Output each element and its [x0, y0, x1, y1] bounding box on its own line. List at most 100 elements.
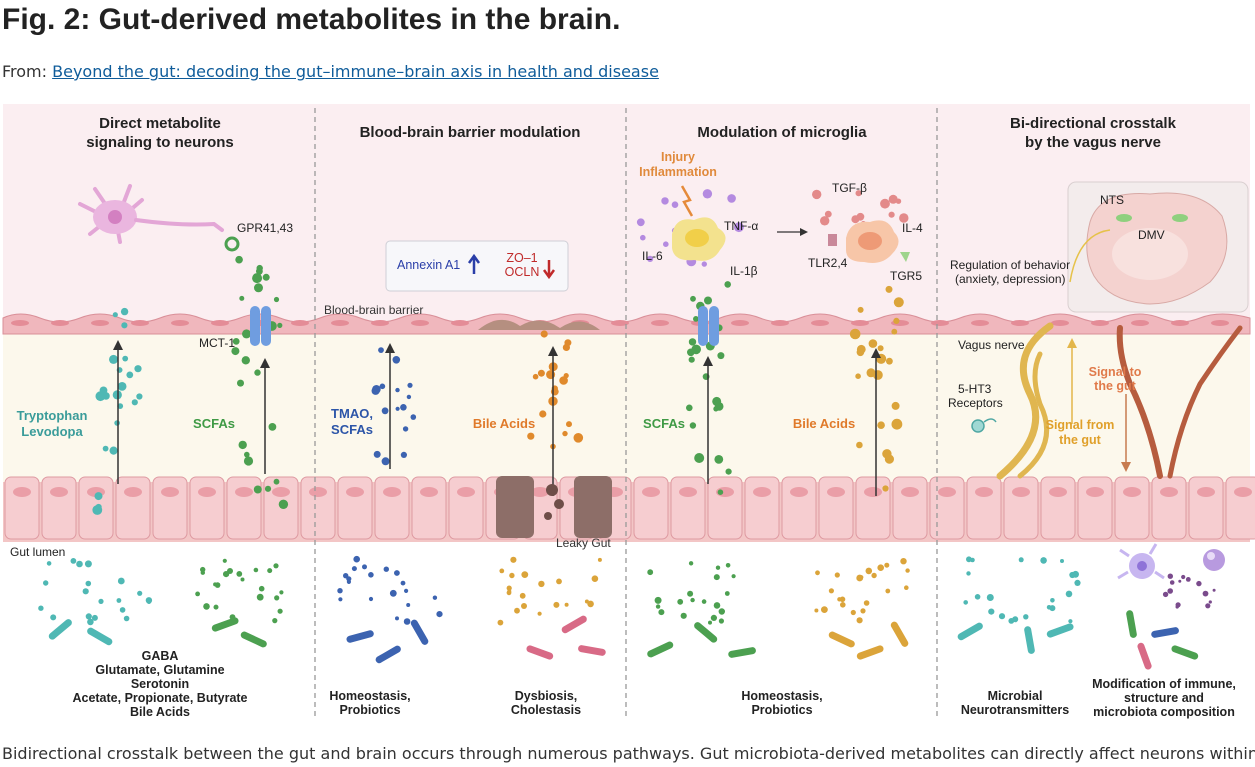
- metabolite-dot: [242, 329, 251, 339]
- bbb-cell-nucleus: [1171, 320, 1189, 326]
- metabolite-dot: [406, 603, 411, 607]
- epithelial-cell-nucleus: [309, 487, 327, 497]
- metabolite-dot: [587, 600, 594, 608]
- metabolite-dot: [1205, 603, 1211, 609]
- metabolite-dot: [368, 572, 374, 578]
- resting-microglia-icon: [846, 220, 899, 263]
- epithelial-cell: [1040, 476, 1076, 540]
- metabolite-dot: [1050, 598, 1055, 603]
- epithelial-cell-nucleus: [272, 487, 290, 497]
- metabolite-dot: [563, 373, 569, 379]
- epithelial-cell: [337, 476, 373, 540]
- up-arrow-icon: [467, 253, 481, 274]
- signal-up-arrow-icon: [1067, 338, 1077, 348]
- metabolite-dot: [537, 611, 542, 616]
- metabolite-dot: [974, 594, 981, 600]
- metabolite-dot: [532, 373, 539, 380]
- bacterium-icon: [647, 641, 674, 658]
- metabolite-dot: [963, 600, 968, 605]
- metabolite-dot: [677, 598, 684, 605]
- leaky-bbb-icon: [478, 319, 600, 330]
- metabolite-dot: [873, 370, 883, 380]
- metabolite-dot: [213, 582, 218, 587]
- metabolite-dot: [708, 620, 712, 625]
- metabolite-dot: [267, 568, 273, 574]
- metabolite-dot: [273, 563, 279, 569]
- epithelial-cell-nucleus: [531, 487, 549, 497]
- ocln-label: OCLN: [505, 265, 540, 279]
- metabolite-dot: [146, 599, 152, 604]
- metabolite-dot: [893, 317, 900, 324]
- metabolite-dot: [94, 492, 103, 501]
- panel4-bottom-left-line2: Neurotransmitters: [961, 703, 1069, 717]
- metabolite-dot: [521, 603, 527, 609]
- metabolite-dot: [859, 575, 864, 580]
- panel1-bottom-line1: GABA: [142, 649, 179, 663]
- metabolite-dot: [392, 356, 401, 364]
- metabolite-dot: [1008, 618, 1015, 624]
- epithelial-cell-nucleus: [1160, 487, 1178, 497]
- activated-microglia-icon: [672, 217, 726, 261]
- source-line: From: Beyond the gut: decoding the gut–i…: [2, 62, 659, 81]
- bile-acids-label-panel2: Bile Acids: [473, 416, 535, 431]
- panel3-bottom-line2: Probiotics: [751, 703, 812, 717]
- metabolite-dot: [820, 216, 830, 226]
- vagus-nerve-afferent-icon: [996, 322, 1054, 480]
- metabolite-dot: [661, 197, 669, 205]
- metabolite-dot: [904, 585, 909, 590]
- bbb-cell-nucleus: [411, 320, 429, 326]
- epithelial-cell-nucleus: [1123, 487, 1141, 497]
- metabolite-dot: [812, 189, 822, 200]
- metabolite-dot: [112, 312, 118, 318]
- epithelial-cell: [1188, 476, 1224, 540]
- metabolite-dot: [882, 449, 892, 459]
- metabolite-dot: [688, 338, 697, 346]
- tnf-label: TNF-α: [724, 219, 758, 233]
- metabolite-dot: [538, 580, 545, 588]
- epithelial-cell-nucleus: [790, 487, 808, 497]
- metabolite-dot: [1178, 579, 1182, 583]
- bbb-cell-nucleus: [1131, 320, 1149, 326]
- metabolite-dot: [1040, 557, 1047, 564]
- metabolite-dot: [134, 365, 142, 373]
- metabolite-dot: [877, 421, 885, 430]
- metabolite-dot: [850, 609, 856, 616]
- metabolite-dot: [527, 432, 535, 440]
- bacterium-icon: [346, 630, 374, 643]
- metabolite-dot: [98, 598, 104, 604]
- metabolite-dot: [725, 468, 732, 475]
- bbb-cell-nucleus: [811, 320, 829, 326]
- tryptophan-label: Tryptophan: [17, 408, 88, 423]
- metabolite-dot: [837, 597, 842, 602]
- source-article-link[interactable]: Beyond the gut: decoding the gut–immune–…: [52, 62, 659, 81]
- metabolite-dot: [70, 558, 77, 564]
- panel-bbb-modulation: Blood-brain barrier modulation Annexin A…: [324, 124, 612, 717]
- epithelial-cell-nucleus: [827, 487, 845, 497]
- metabolite-dot: [855, 373, 861, 380]
- bacterium-icon: [526, 645, 554, 660]
- metabolite-dot: [865, 567, 873, 575]
- metabolite-dot: [402, 426, 409, 432]
- metabolite-dot: [900, 558, 907, 565]
- metabolite-dot: [713, 602, 721, 609]
- metabolite-dot: [886, 357, 893, 365]
- metabolite-dot: [839, 596, 846, 603]
- epithelial-cell: [1225, 476, 1255, 540]
- epithelial-cell-nucleus: [1234, 487, 1252, 497]
- metabolite-dot: [222, 558, 227, 563]
- metabolite-dot: [988, 608, 995, 615]
- metabolite-dot: [102, 445, 109, 452]
- panel4-bottom-left-line1: Microbial: [988, 689, 1043, 703]
- bacterium-icon: [1151, 627, 1179, 638]
- signal-to-gut-line2: the gut: [1094, 379, 1136, 393]
- metabolite-dot: [724, 591, 730, 596]
- epithelial-cell: [4, 476, 40, 540]
- il1b-label: IL-1β: [730, 264, 758, 278]
- panel2-bottom-right-line2: Cholestasis: [511, 703, 581, 717]
- metabolite-dot: [824, 210, 832, 218]
- epithelial-cell-nucleus: [420, 487, 438, 497]
- metabolite-dot: [863, 600, 870, 606]
- metabolite-dot: [693, 316, 699, 322]
- panel4-bottom-right-line3: microbiota composition: [1093, 705, 1235, 719]
- metabolite-dot: [1068, 619, 1073, 624]
